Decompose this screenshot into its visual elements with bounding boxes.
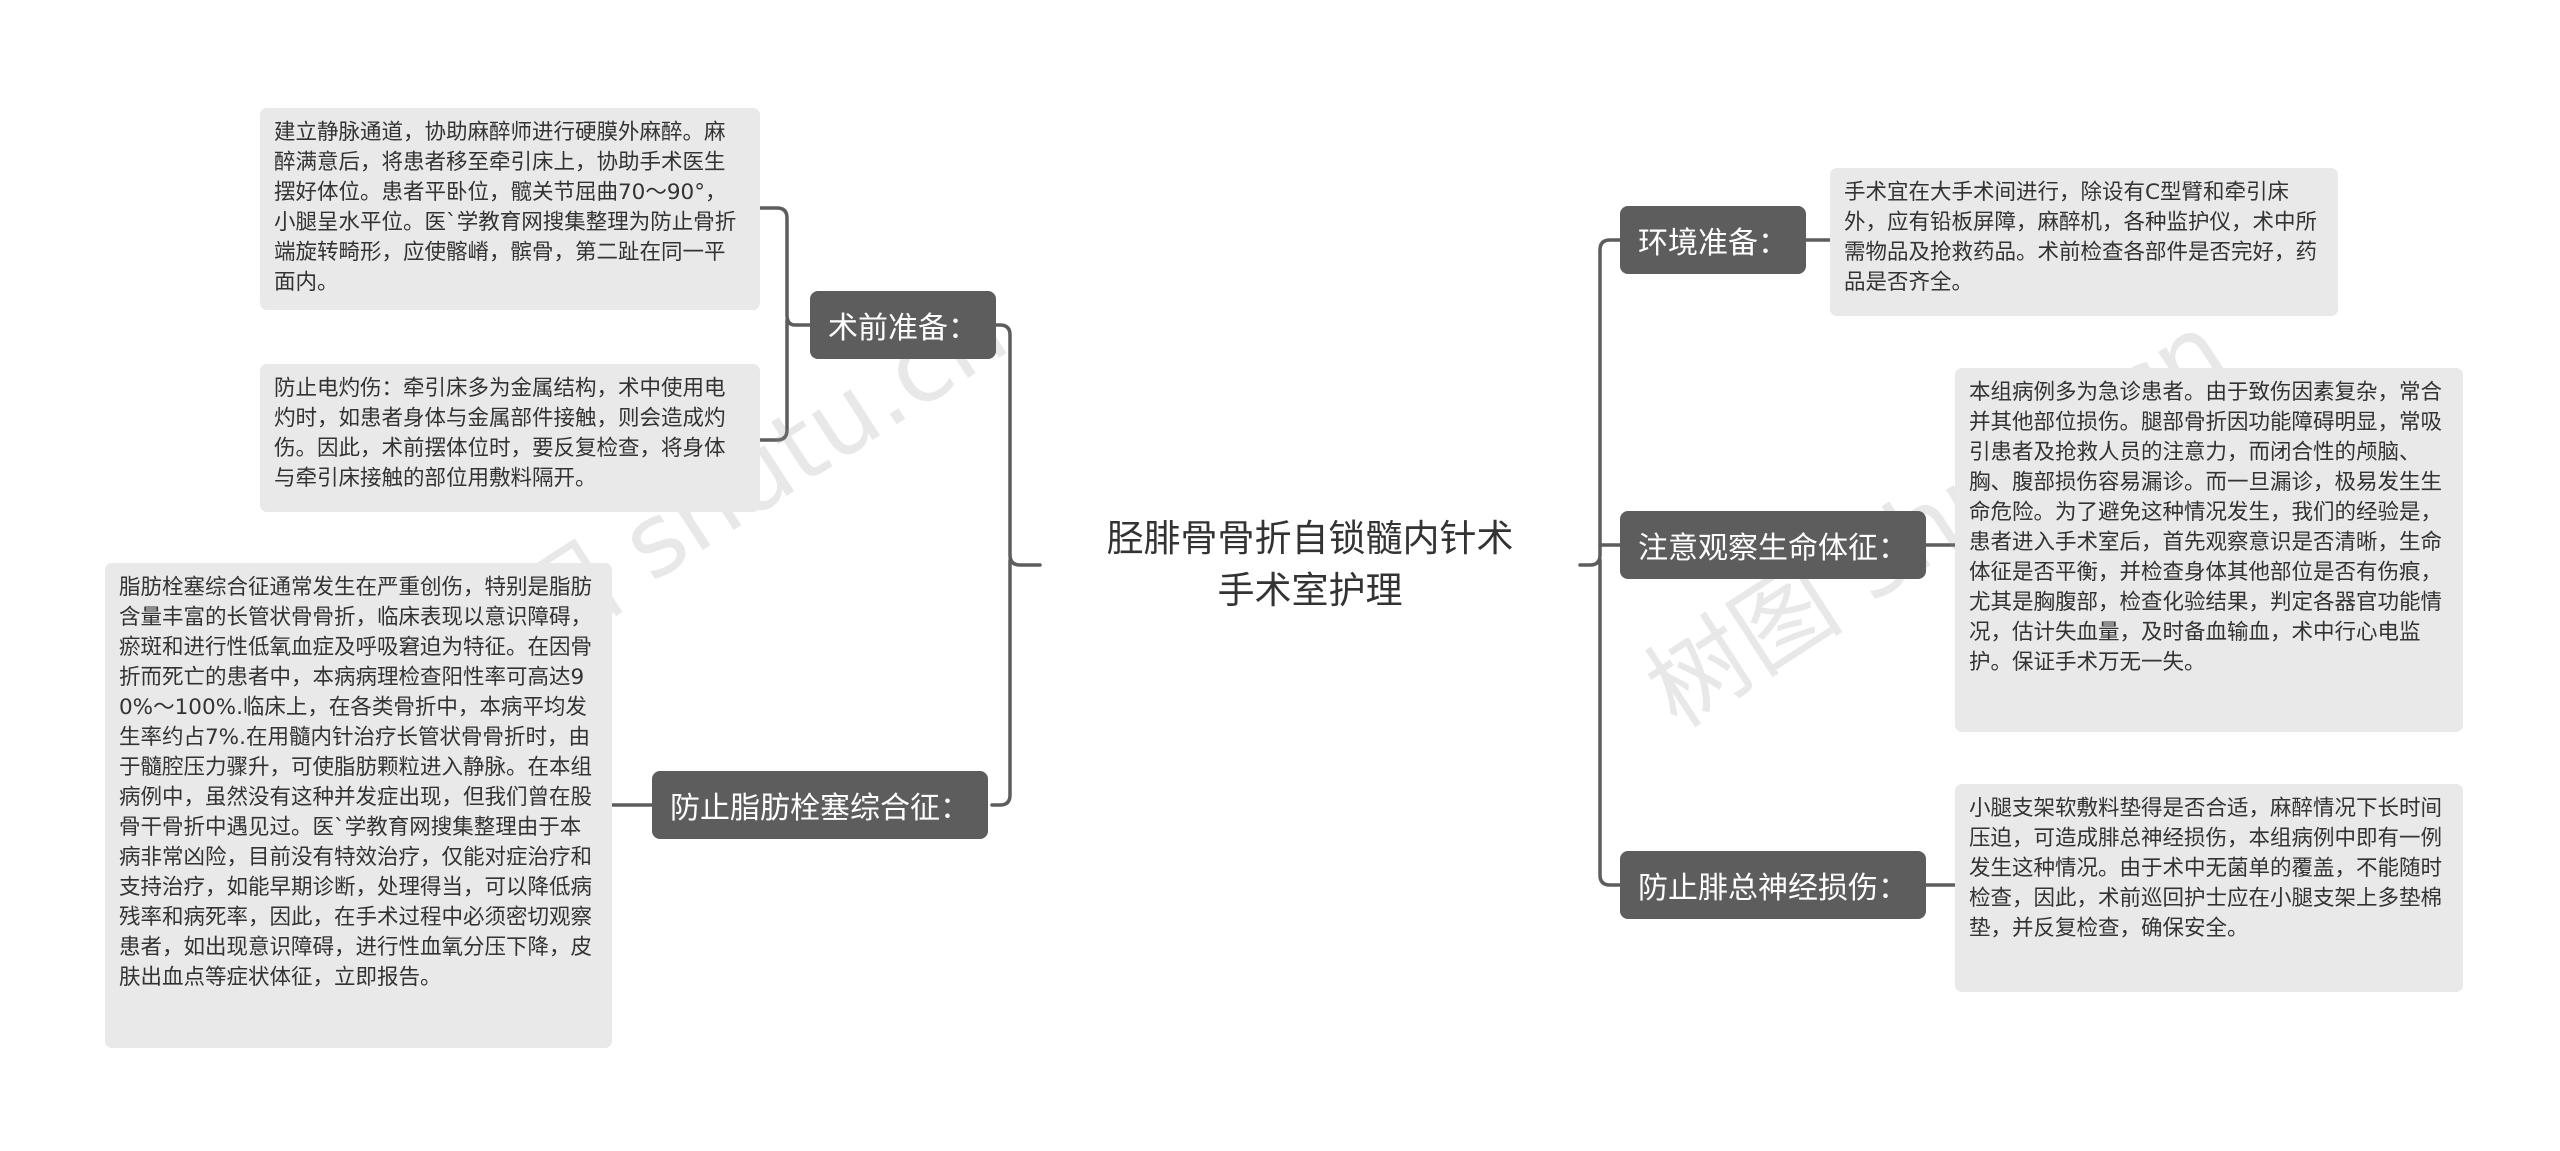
root-title-line2: 手术室护理 — [1217, 569, 1403, 612]
note-preop-burn[interactable]: 防止电灼伤：牵引床多为金属结构，术中使用电灼时，如患者身体与金属部件接触，则会造… — [260, 364, 760, 512]
note-preop-positioning[interactable]: 建立静脉通道，协助麻醉师进行硬膜外麻醉。麻醉满意后，将患者移至牵引床上，协助手术… — [260, 108, 760, 310]
note-text: 脂肪栓塞综合征通常发生在严重创伤，特别是脂肪含量丰富的长管状骨骨折，临床表现以意… — [119, 575, 593, 990]
connector-preop-note1 — [758, 206, 812, 327]
note-peroneal[interactable]: 小腿支架软敷料垫得是否合适，麻醉情况下长时间压迫，可造成腓总神经损伤，本组病例中… — [1955, 784, 2463, 992]
note-environment[interactable]: 手术宜在大手术间进行，除设有C型臂和牵引床外，应有铅板屏障，麻醉机，各种监护仪，… — [1830, 168, 2338, 316]
note-fat-embolism[interactable]: 脂肪栓塞综合征通常发生在严重创伤，特别是脂肪含量丰富的长管状骨骨折，临床表现以意… — [105, 563, 612, 1048]
root-topic[interactable]: 胫腓骨骨折自锁髓内针术 手术室护理 — [1060, 510, 1560, 620]
note-text: 手术宜在大手术间进行，除设有C型臂和牵引床外，应有铅板屏障，麻醉机，各种监护仪，… — [1844, 180, 2318, 295]
note-text: 建立静脉通道，协助麻醉师进行硬膜外麻醉。麻醉满意后，将患者移至牵引床上，协助手术… — [274, 120, 737, 295]
root-title-line1: 胫腓骨骨折自锁髓内针术 — [1106, 517, 1514, 560]
branch-label: 防止腓总神经损伤： — [1638, 871, 1908, 906]
connector-root-left — [990, 323, 1042, 567]
branch-label: 环境准备： — [1638, 226, 1788, 261]
note-vital-signs[interactable]: 本组病例多为急诊患者。由于致伤因素复杂，常合并其他部位损伤。腿部骨折因功能障碍明… — [1955, 368, 2463, 732]
branch-fat-embolism[interactable]: 防止脂肪栓塞综合征： — [652, 771, 988, 839]
connector-root-left-lower — [990, 558, 1012, 807]
branch-preop[interactable]: 术前准备： — [810, 291, 996, 359]
note-text: 小腿支架软敷料垫得是否合适，麻醉情况下长时间压迫，可造成腓总神经损伤，本组病例中… — [1969, 796, 2443, 941]
note-text: 防止电灼伤：牵引床多为金属结构，术中使用电灼时，如患者身体与金属部件接触，则会造… — [274, 376, 726, 491]
branch-label: 术前准备： — [828, 311, 978, 346]
note-text: 本组病例多为急诊患者。由于致伤因素复杂，常合并其他部位损伤。腿部骨折因功能障碍明… — [1969, 380, 2443, 675]
branch-vital-signs[interactable]: 注意观察生命体征： — [1620, 511, 1926, 579]
connector-root-right — [1578, 238, 1622, 567]
branch-label: 防止脂肪栓塞综合征： — [670, 791, 970, 826]
branch-label: 注意观察生命体征： — [1638, 531, 1908, 566]
branch-environment[interactable]: 环境准备： — [1620, 206, 1806, 274]
branch-peroneal[interactable]: 防止腓总神经损伤： — [1620, 851, 1926, 919]
connector-root-right-lower — [1598, 558, 1622, 887]
connector-preop-note2 — [758, 318, 789, 442]
